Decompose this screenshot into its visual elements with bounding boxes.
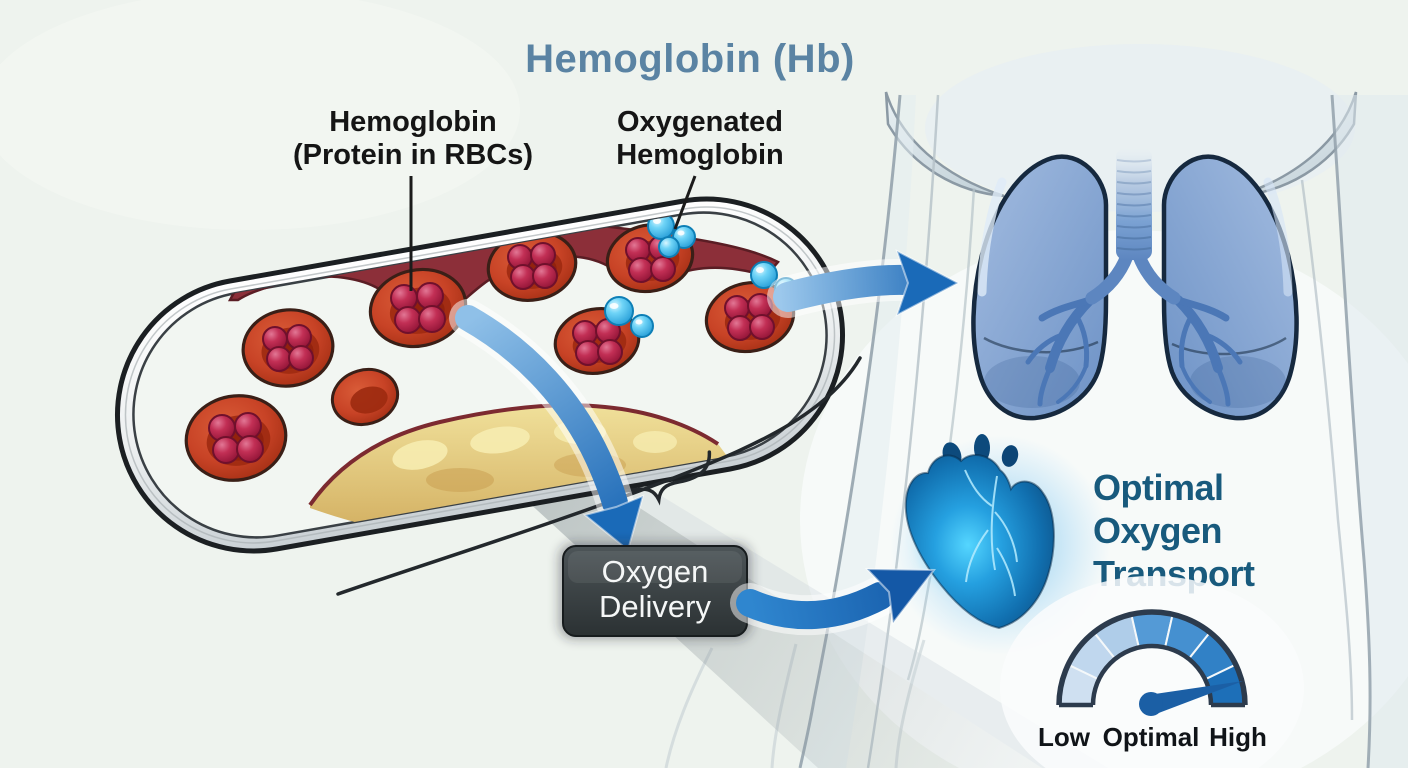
red-blood-cell	[184, 394, 288, 482]
oxygen-molecule	[604, 296, 654, 338]
gauge-needle	[1148, 681, 1243, 714]
gauge-outer-outline	[1056, 609, 1248, 706]
gauge-label-high: High	[1209, 722, 1267, 752]
oxygen-gauge: Low Optimal High	[1000, 576, 1304, 768]
gauge-needle-pivot	[1139, 692, 1163, 716]
oxygenated-rbc	[553, 296, 654, 375]
oxygenated-leader-line	[673, 175, 697, 230]
heart-vessels	[964, 469, 1018, 597]
oxygen-delivery-line1: Oxygen	[602, 554, 709, 589]
bronchial-tree	[1025, 295, 1243, 407]
gauge-label-optimal: Optimal	[1103, 722, 1200, 752]
lungs-illustration	[971, 148, 1299, 421]
gauge-label-low: Low	[1038, 722, 1091, 752]
arrow-to-delivery-icon	[449, 299, 645, 552]
optimal-transport-line2: Oxygen	[1093, 510, 1222, 551]
red-blood-cell	[486, 230, 578, 302]
page-title: Hemoglobin (Hb)	[525, 37, 855, 81]
oxygenated-rbc	[605, 212, 696, 294]
oxygen-delivery-box: Oxygen Delivery	[558, 542, 752, 640]
right-arm-line	[1330, 94, 1372, 768]
oxygenated-label-line2: Hemoglobin	[616, 139, 784, 171]
hemoglobin-label-line2: (Protein in RBCs)	[293, 139, 533, 171]
optimal-transport-line1: Optimal	[1093, 467, 1224, 508]
arrow-to-lungs-icon	[767, 248, 961, 318]
heart-illustration	[890, 434, 1110, 655]
arrow-to-heart-icon	[730, 567, 937, 636]
hemoglobin-label-line1: Hemoglobin	[329, 106, 497, 138]
oxygen-delivery-line2: Delivery	[599, 589, 711, 624]
vessel-cut-line	[336, 356, 862, 596]
red-blood-cell-side	[330, 367, 400, 427]
gauge-inner-outline	[1090, 643, 1214, 706]
background-wash	[0, 0, 520, 230]
trachea	[1116, 148, 1152, 260]
oxygenated-label-line1: Oxygenated	[617, 106, 783, 138]
red-blood-cell	[241, 308, 335, 388]
oxygen-molecule	[647, 212, 696, 258]
